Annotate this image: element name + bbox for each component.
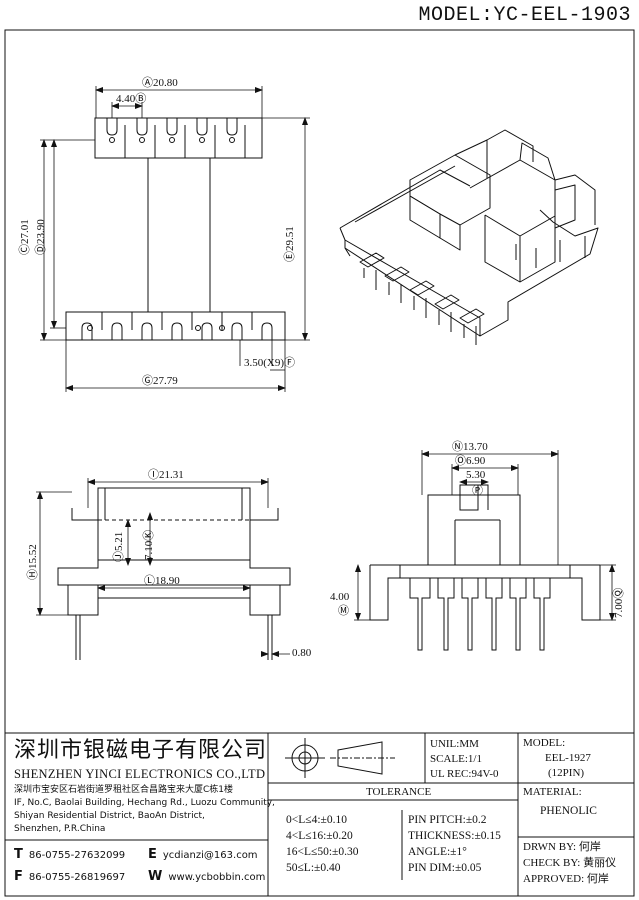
check-by: CHECK BY: 黄丽仪: [523, 857, 617, 869]
tolerance-right-1: PIN PITCH:±0.2: [408, 814, 487, 826]
dim-n-label: Ⓝ13.70: [452, 441, 488, 453]
dim-k-label: 7.10Ⓚ: [143, 529, 155, 560]
dim-d-label: Ⓓ23.90: [35, 219, 47, 255]
tolerance-left-2: 4<L≤16:±0.20: [286, 830, 353, 842]
address-line-3: Shiyan Residential District, BaoAn Distr…: [14, 811, 205, 821]
drawn-by: DRWN BY: 何岸: [523, 841, 601, 853]
material-label: MATERIAL:: [523, 786, 582, 798]
dim-h-label: Ⓗ15.52: [27, 544, 39, 580]
dim-g-label: Ⓖ27.79: [142, 375, 178, 387]
tolerance-left-4: 50≤L:±0.40: [286, 862, 341, 874]
unit-label: UNIL:MM: [430, 738, 479, 750]
dim-j-label: Ⓙ5.21: [113, 531, 125, 562]
company-name-en: SHENZHEN YINCI ELECTRONICS CO.,LTD: [14, 767, 266, 781]
dim-i-label: Ⓘ21.31: [148, 469, 184, 481]
dim-e-label: Ⓔ29.51: [284, 226, 296, 262]
tolerance-right-3: ANGLE:±1°: [408, 846, 467, 858]
tolerance-left-1: 0<L≤4:±0.10: [286, 814, 347, 826]
tolerance-title: TOLERANCE: [366, 786, 432, 798]
tolerance-right-2: THICKNESS:±0.15: [408, 830, 501, 842]
dim-pin-label: 0.80: [292, 647, 312, 659]
dim-l-label: Ⓛ18.90: [144, 575, 180, 587]
isometric-view: [339, 129, 599, 345]
model-title: MODEL:YC-EEL-1903: [418, 4, 631, 27]
title-block: [4, 732, 635, 897]
dim-q-label: 7.00Ⓠ: [613, 587, 625, 618]
dim-b-label: 4.40Ⓑ: [116, 93, 147, 105]
dim-p-label: 5.30: [466, 469, 486, 481]
material-value: PHENOLIC: [540, 805, 597, 817]
address-line-2: IF, No.C, Baolai Building, Hechang Rd., …: [14, 798, 275, 808]
model-value: EEL-1927: [545, 752, 591, 764]
dim-c-label: Ⓒ27.01: [19, 219, 31, 255]
company-name-cn: 深圳市银磁电子有限公司: [14, 738, 268, 763]
dim-o-label: Ⓞ6.90: [455, 455, 486, 467]
dim-a-label: Ⓐ20.80: [142, 77, 178, 89]
side-view: [369, 484, 601, 651]
scale-label: SCALE:1/1: [430, 753, 482, 765]
dim-p-marker: Ⓟ: [472, 485, 483, 497]
tolerance-left-3: 16<L≤50:±0.30: [286, 846, 359, 858]
dim-m-marker: Ⓜ: [338, 605, 349, 617]
ul-rec-label: UL REC:94V-0: [430, 768, 499, 780]
address-line-1: 深圳市宝安区石岩街道罗租社区合昌路宝来大厦C栋1楼: [14, 785, 234, 795]
dim-f-label: 3.50(X9)Ⓕ: [244, 357, 296, 369]
model-label: MODEL:: [523, 737, 566, 749]
model-pins: (12PIN): [548, 767, 585, 779]
approved-by: APPROVED: 何岸: [523, 873, 609, 885]
tolerance-right-4: PIN DIM:±0.05: [408, 862, 482, 874]
dim-m-label: 4.00: [330, 591, 350, 603]
address-line-4: Shenzhen, P.R.China: [14, 824, 106, 834]
front-view: [57, 487, 291, 660]
top-view: [65, 117, 286, 341]
projection-symbol: [285, 738, 395, 778]
